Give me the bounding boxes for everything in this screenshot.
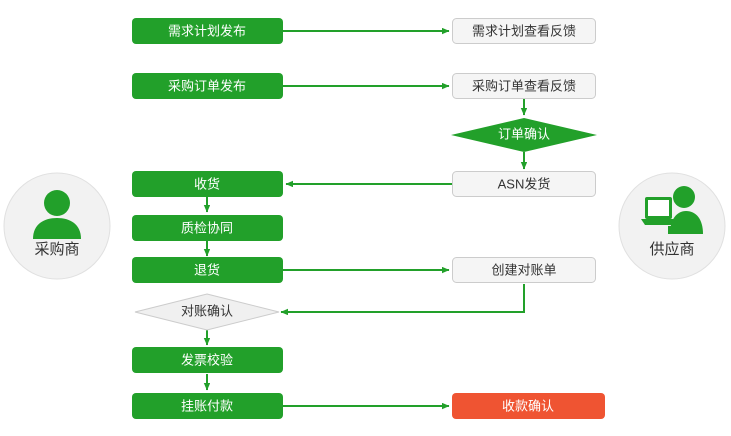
node-shape <box>452 257 596 283</box>
node-shape <box>451 118 597 152</box>
node-shape <box>132 73 283 99</box>
node-quality-collaboration[interactable]: 质检协同 <box>132 215 283 241</box>
node-demand-plan-feedback[interactable]: 需求计划查看反馈 <box>452 18 596 44</box>
node-shape <box>132 347 283 373</box>
node-shape <box>452 18 596 44</box>
node-invoice-verify[interactable]: 发票校验 <box>132 347 283 373</box>
node-shape <box>132 215 283 241</box>
actor-buyer[interactable]: 采购商 <box>3 172 111 280</box>
node-reconcile-confirm[interactable]: 对账确认 <box>134 293 280 331</box>
node-shape <box>452 171 596 197</box>
node-receipt-confirm[interactable]: 收款确认 <box>452 393 605 419</box>
person-icon <box>33 190 81 239</box>
node-shape <box>452 73 596 99</box>
node-order-feedback[interactable]: 采购订单查看反馈 <box>452 73 596 99</box>
node-payable-payment[interactable]: 挂账付款 <box>132 393 283 419</box>
node-goods-receipt[interactable]: 收货 <box>132 171 283 197</box>
node-shape <box>132 257 283 283</box>
node-create-statement[interactable]: 创建对账单 <box>452 257 596 283</box>
node-purchase-order-publish[interactable]: 采购订单发布 <box>132 73 283 99</box>
connector-layer <box>203 27 528 410</box>
person-at-computer-icon <box>641 186 703 234</box>
node-order-confirm[interactable]: 订单确认 <box>451 118 597 152</box>
node-asn-shipment[interactable]: ASN发货 <box>452 171 596 197</box>
node-return-goods[interactable]: 退货 <box>132 257 283 283</box>
node-shape <box>134 293 280 331</box>
node-shape <box>132 171 283 197</box>
actor-supplier[interactable]: 供应商 <box>618 172 726 280</box>
edge-create-statement-to-reconcile <box>280 284 525 316</box>
node-shape <box>132 18 283 44</box>
node-shape <box>452 393 605 419</box>
node-shape <box>132 393 283 419</box>
node-demand-plan-publish[interactable]: 需求计划发布 <box>132 18 283 44</box>
